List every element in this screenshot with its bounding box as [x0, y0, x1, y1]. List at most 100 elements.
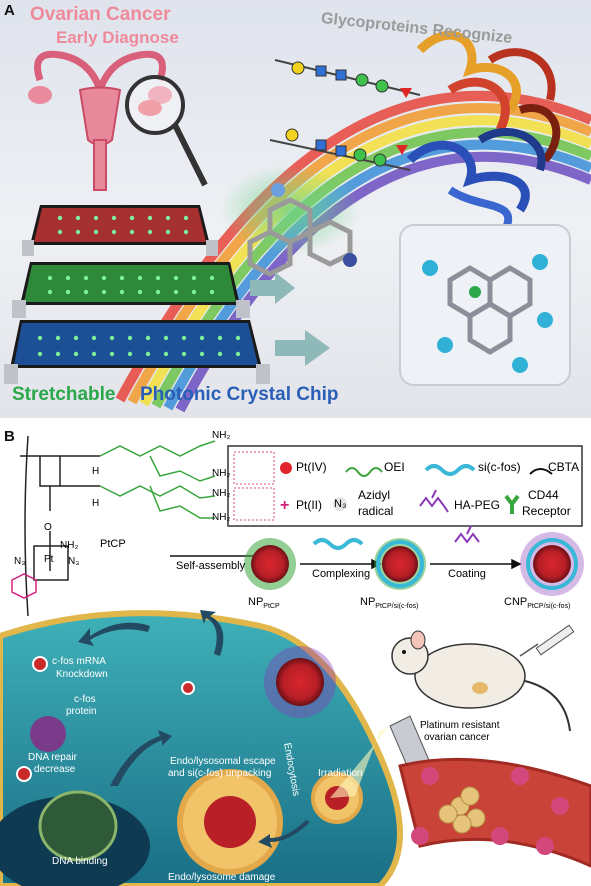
pyridine-ring — [11, 573, 37, 599]
chip-dot — [145, 335, 151, 341]
legend-azidyl-label-1: Azidyl — [358, 488, 391, 502]
h-label-1: H — [92, 466, 100, 477]
chip-dot — [111, 229, 117, 235]
h-label-2: H — [92, 498, 100, 509]
chip-dot — [181, 335, 187, 341]
chip-dot — [91, 335, 97, 341]
knockdown-markers — [16, 656, 195, 782]
endosome-large — [177, 769, 283, 875]
dna-binding-label: DNA binding — [52, 856, 108, 867]
n3-label-1: N₃ — [14, 556, 26, 567]
chip-dot — [129, 215, 135, 221]
legend-sicfos-icon — [424, 464, 476, 476]
complexing-label: Complexing — [312, 568, 371, 580]
legend-n3-label: N₃ — [334, 498, 347, 510]
glycan-chain-upper — [274, 59, 421, 98]
legend-pt4-structure — [233, 451, 275, 485]
np-ptcp-sicfos-label: NPPtCP/si(c-fos) — [360, 596, 419, 611]
legend-azidyl-icon — [333, 497, 347, 511]
self-assembly-label: Self-assembly — [176, 560, 246, 572]
panel-b: + — [0, 426, 591, 886]
chip-dot — [37, 351, 43, 357]
o-label: O — [44, 522, 52, 533]
chip-dot — [127, 335, 133, 341]
n3-label-2: N₃ — [68, 556, 80, 567]
protein-ribbon-upper — [416, 30, 561, 163]
glycan-chain-lower — [269, 128, 411, 171]
chip-dot — [83, 289, 89, 295]
chip-dot — [65, 275, 71, 281]
legend-pt2-label: Pt(II) — [296, 498, 322, 512]
chip-dot — [155, 275, 161, 281]
chip-dot — [57, 215, 63, 221]
legend-pt2-structure — [233, 487, 275, 521]
nucleus — [0, 790, 150, 886]
legend-sicfos-label: si(c-fos) — [478, 460, 521, 474]
chip-dot — [173, 289, 179, 295]
legend-pt4-icon — [280, 462, 292, 474]
chip-dot — [111, 215, 117, 221]
protein-ribbon-lower — [406, 127, 546, 232]
chip-dot — [165, 215, 171, 221]
oei-chains — [99, 440, 216, 519]
chip-dot — [147, 215, 153, 221]
np-ptcp-label: NPPtCP — [248, 596, 280, 611]
chip-dot — [65, 289, 71, 295]
legend-oei-icon — [345, 467, 383, 477]
legend-oei-label: OEI — [384, 460, 405, 474]
stretchable-label: Stretchable — [12, 384, 116, 405]
np-ptcp — [244, 538, 296, 590]
nh3-label: NH₂ — [60, 540, 79, 551]
chip-dot — [235, 335, 241, 341]
chip-dot — [209, 275, 215, 281]
chip-dot — [173, 275, 179, 281]
chip-dot — [191, 289, 197, 295]
chip-dot — [217, 335, 223, 341]
panel-a-subtitle: Early Diagnose — [56, 28, 179, 47]
chip-dot — [91, 351, 97, 357]
cnp-ptcp-sicfos — [520, 532, 584, 596]
chip-dot — [75, 215, 81, 221]
pathway-arrows — [78, 610, 310, 848]
chip-dot — [163, 351, 169, 357]
pt-label: Pt — [44, 554, 54, 565]
photonic-chip-2 — [12, 262, 250, 318]
cfos-mrna-label-1: c-fos mRNA — [52, 656, 106, 667]
dna-repair-label-2: decrease — [34, 764, 76, 775]
coating-label: Coating — [448, 568, 486, 580]
chip-dot — [183, 215, 189, 221]
chip-dot — [37, 335, 43, 341]
hapeg-strand — [454, 525, 480, 544]
legend-pt2-icon: + — [280, 497, 289, 514]
chip-dot — [137, 289, 143, 295]
irradiation-label: Irradiation — [318, 768, 363, 779]
chip-dot — [129, 229, 135, 235]
chip-dot — [209, 289, 215, 295]
ptcp-structure — [20, 435, 100, 617]
chip-dot — [155, 289, 161, 295]
legend-cd44-label-1: CD44 — [528, 488, 559, 502]
chip-dot — [127, 351, 133, 357]
chip-dot — [183, 229, 189, 235]
chip-dot — [73, 335, 79, 341]
endo-damage-label: Endo/lysosome damage — [168, 872, 276, 883]
nh2-label-3: NH₂ — [212, 488, 231, 499]
chip-dot — [55, 335, 61, 341]
mouse-illustration — [391, 630, 571, 732]
chip-dot — [47, 289, 53, 295]
legend-azidyl-label-2: radical — [358, 504, 394, 518]
legend-cbta-icon — [529, 468, 553, 475]
endo-escape-label-1: Endo/lysosomal escape — [170, 756, 276, 767]
panel-b-label: B — [4, 428, 15, 445]
chip-dot — [199, 335, 205, 341]
cfos-protein-label-2: protein — [66, 706, 97, 717]
cfos-protein-blob — [30, 716, 66, 752]
chip-dot — [119, 289, 125, 295]
chip-dot — [147, 229, 153, 235]
endo-escape-label-2: and si(c-fos) unpacking — [168, 768, 272, 779]
legend-cd44-icon — [504, 494, 520, 514]
chip-dot — [191, 275, 197, 281]
stretch-arrows — [250, 272, 330, 366]
chip-dot — [47, 275, 53, 281]
np-ptcp-sicfos — [374, 538, 426, 590]
